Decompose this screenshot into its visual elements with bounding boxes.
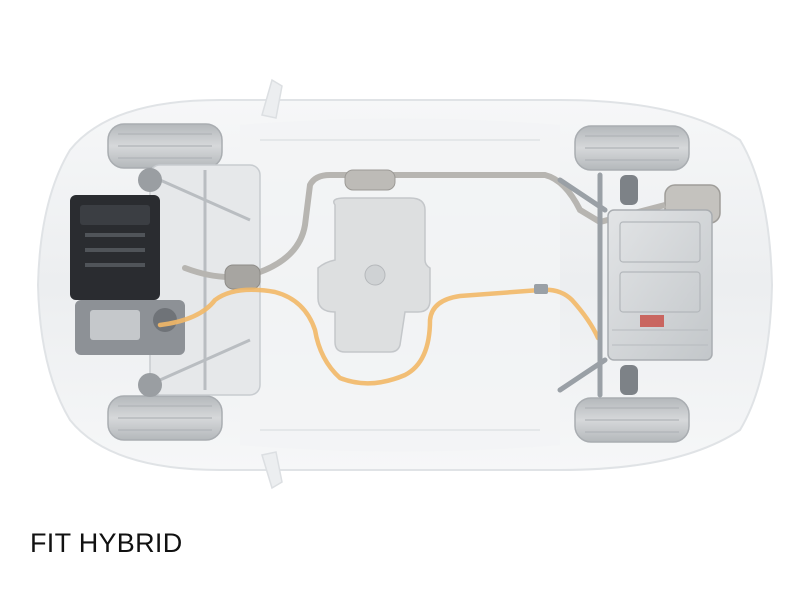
tire-rear-right [574, 397, 690, 443]
tire-front-left [107, 123, 223, 169]
tire-front-right [107, 395, 223, 441]
hv-cable [157, 284, 601, 386]
engine-block-icon [70, 195, 185, 355]
fuel-tank-icon [317, 197, 431, 353]
side-mirror-left [261, 78, 283, 119]
side-mirror-right [261, 451, 283, 490]
hybrid-battery-icon [607, 209, 713, 361]
model-caption: FIT HYBRID [30, 528, 183, 558]
rear-suspension [557, 172, 638, 398]
tire-rear-left [574, 125, 690, 171]
